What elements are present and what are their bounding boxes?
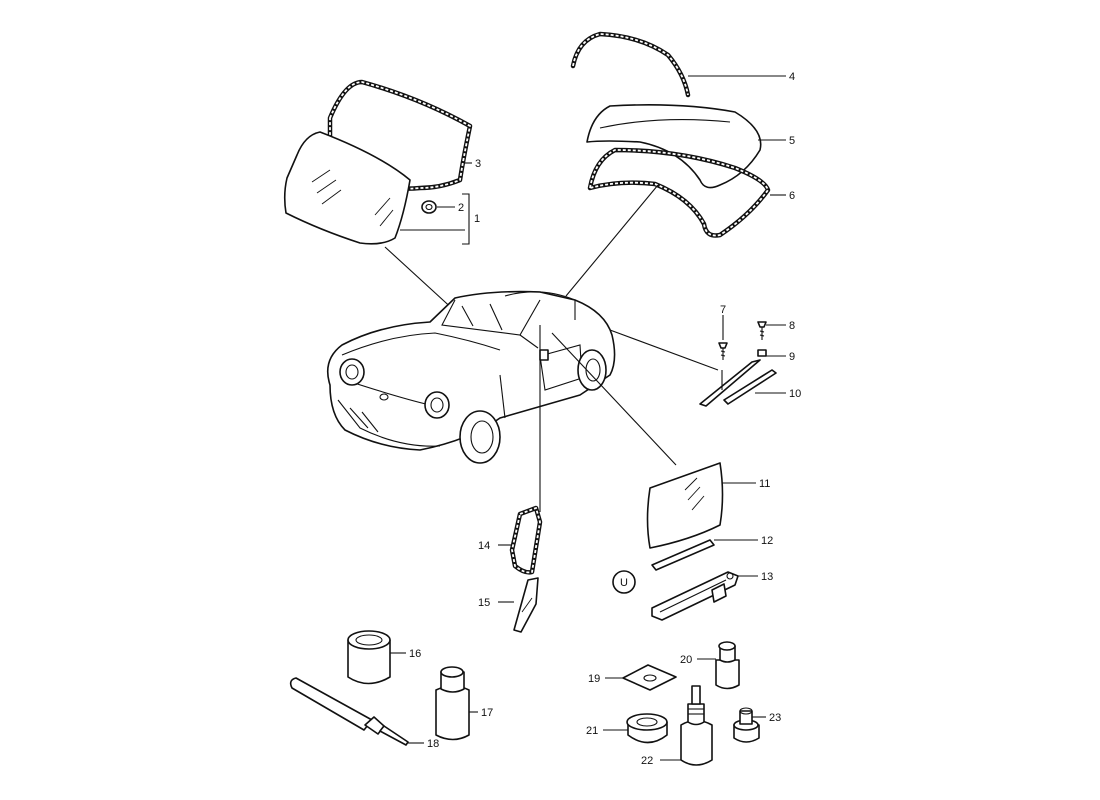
callout-labels: 1 2 3 4 5 6 7 8 9 10 11 12 13 14 15 16 1… (409, 71, 801, 767)
can-16 (347, 630, 406, 685)
clip-9 (757, 349, 786, 357)
screw-8 (757, 321, 786, 340)
callout-12: 12 (761, 535, 773, 547)
callout-7: 7 (720, 304, 726, 316)
top-trim-strip (570, 31, 691, 98)
bottle-17 (435, 666, 478, 741)
screw-7 (718, 315, 728, 360)
windshield-glass (283, 131, 411, 245)
callout-23: 23 (769, 712, 781, 724)
channel-strip-12 (651, 539, 758, 571)
roll-21 (603, 713, 668, 744)
callout-18: 18 (427, 738, 439, 750)
callout-4: 4 (789, 71, 795, 83)
u-marker: U (612, 570, 636, 594)
callout-21: 21 (586, 725, 598, 737)
callout-17: 17 (481, 707, 493, 719)
mirror-base (421, 200, 437, 214)
bottle-20 (697, 641, 740, 690)
callout-20: 20 (680, 654, 692, 666)
callout-8: 8 (789, 320, 795, 332)
bottle-22 (680, 685, 713, 766)
callout-10: 10 (789, 388, 801, 400)
callout-5: 5 (789, 135, 795, 147)
regulator-13 (651, 571, 758, 621)
callout-19: 19 (588, 673, 600, 685)
vent-glass-15 (498, 577, 539, 633)
callout-6: 6 (789, 190, 795, 202)
roof-seal (587, 147, 771, 238)
callout-16: 16 (409, 648, 421, 660)
top-leaders (565, 75, 786, 297)
callout-14: 14 (478, 540, 490, 552)
gasket-19 (605, 664, 677, 691)
side-window-11 (646, 462, 756, 549)
callout-22: 22 (641, 755, 653, 767)
callout-11: 11 (759, 478, 770, 490)
callout-3: 3 (475, 158, 481, 170)
tube-18 (289, 677, 424, 746)
roof-panel (586, 104, 762, 189)
callout-13: 13 (761, 571, 773, 583)
knob-23 (733, 707, 766, 743)
car-leaders (539, 325, 719, 512)
vent-seal-14 (498, 505, 543, 575)
callout-9: 9 (789, 351, 795, 363)
callout-15: 15 (478, 597, 490, 609)
callout-2: 2 (458, 202, 464, 214)
callout-1: 1 (474, 213, 480, 225)
guide-rail-10 (699, 359, 786, 407)
u-marker-label: U (620, 577, 628, 589)
car-illustration (326, 290, 616, 464)
